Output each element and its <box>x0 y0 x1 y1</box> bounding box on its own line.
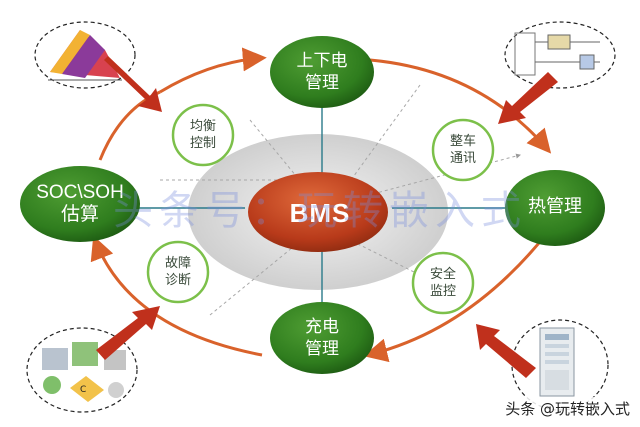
label-power-management: 上下电 管理 <box>296 51 348 93</box>
node-vehicle-communication <box>431 118 495 182</box>
label-safety-monitoring: 安全 监控 <box>429 267 456 299</box>
label-charge-management: 充电 管理 <box>305 317 339 359</box>
circuit-diagram-icon <box>504 21 616 89</box>
label-thermal-management: 热管理 <box>528 196 582 217</box>
red-arrow-top-left <box>98 56 162 112</box>
surface-plot-icon <box>34 21 136 89</box>
node-fault-diagnosis <box>146 240 210 304</box>
node-safety-monitoring <box>411 251 475 315</box>
node-soc-soh-estimation <box>20 166 140 242</box>
label-soc-soh-estimation: SOC\SOH 估算 <box>36 182 124 225</box>
watermark: 头条号：玩转嵌入式 <box>113 188 527 234</box>
bms-label: BMS <box>289 198 351 228</box>
red-arrow-bottom-right <box>476 324 536 378</box>
svg-text:C: C <box>80 385 86 395</box>
credit-background <box>484 397 636 423</box>
label-fault-diagnosis: 故障 诊断 <box>164 256 191 288</box>
red-arrow-bottom-left <box>96 306 160 360</box>
credit-text: 头条 @玩转嵌入式 <box>505 400 630 418</box>
label-balance-control: 均衡 控制 <box>189 119 216 151</box>
node-charge-management <box>270 302 374 374</box>
red-arrow-top-right <box>498 72 558 124</box>
node-power-management <box>270 36 374 108</box>
bms-center-node <box>248 172 388 252</box>
label-vehicle-communication: 整车 通讯 <box>449 134 476 166</box>
server-cabinet-icon <box>511 319 609 411</box>
node-thermal-management <box>505 170 605 246</box>
node-balance-control <box>171 103 235 167</box>
